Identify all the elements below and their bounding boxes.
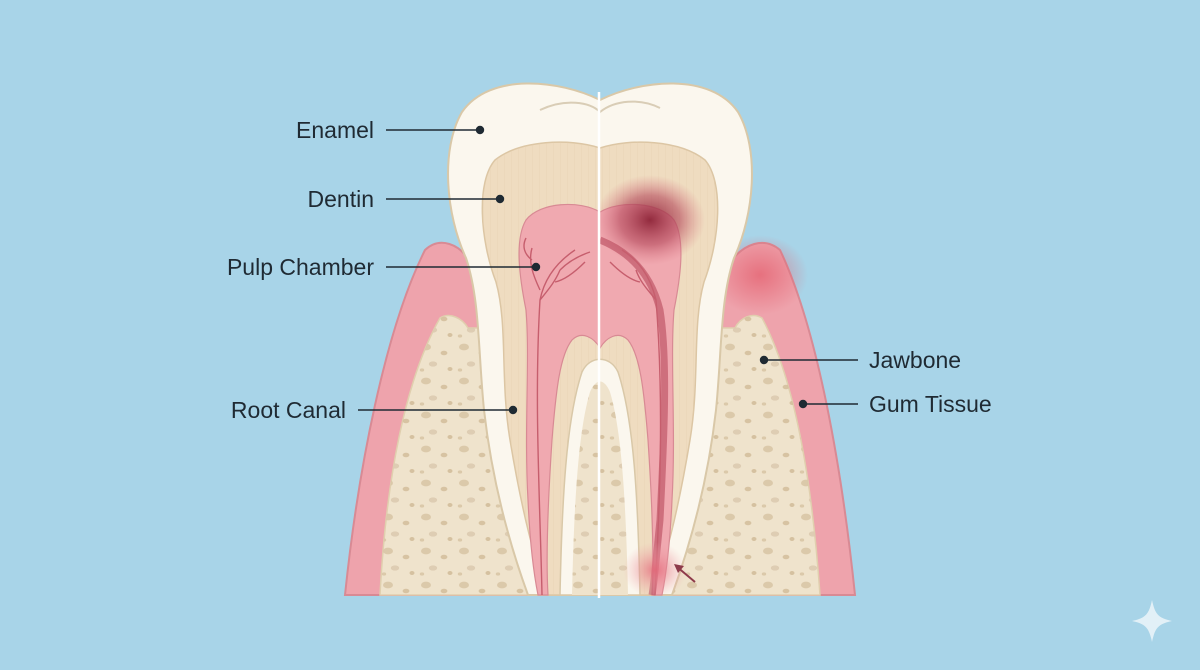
abscess bbox=[623, 542, 687, 598]
nerve-left bbox=[523, 237, 591, 596]
label-pulp-chamber: Pulp Chamber bbox=[227, 254, 374, 280]
leader-lines bbox=[358, 125, 858, 415]
label-root-canal: Root Canal bbox=[231, 397, 346, 423]
label-enamel: Enamel bbox=[296, 117, 374, 143]
label-gum-tissue: Gum Tissue bbox=[869, 391, 992, 417]
sparkle-icon bbox=[1132, 600, 1172, 642]
label-dentin: Dentin bbox=[308, 186, 374, 212]
infection-right bbox=[599, 175, 705, 598]
label-jawbone: Jawbone bbox=[869, 347, 961, 373]
